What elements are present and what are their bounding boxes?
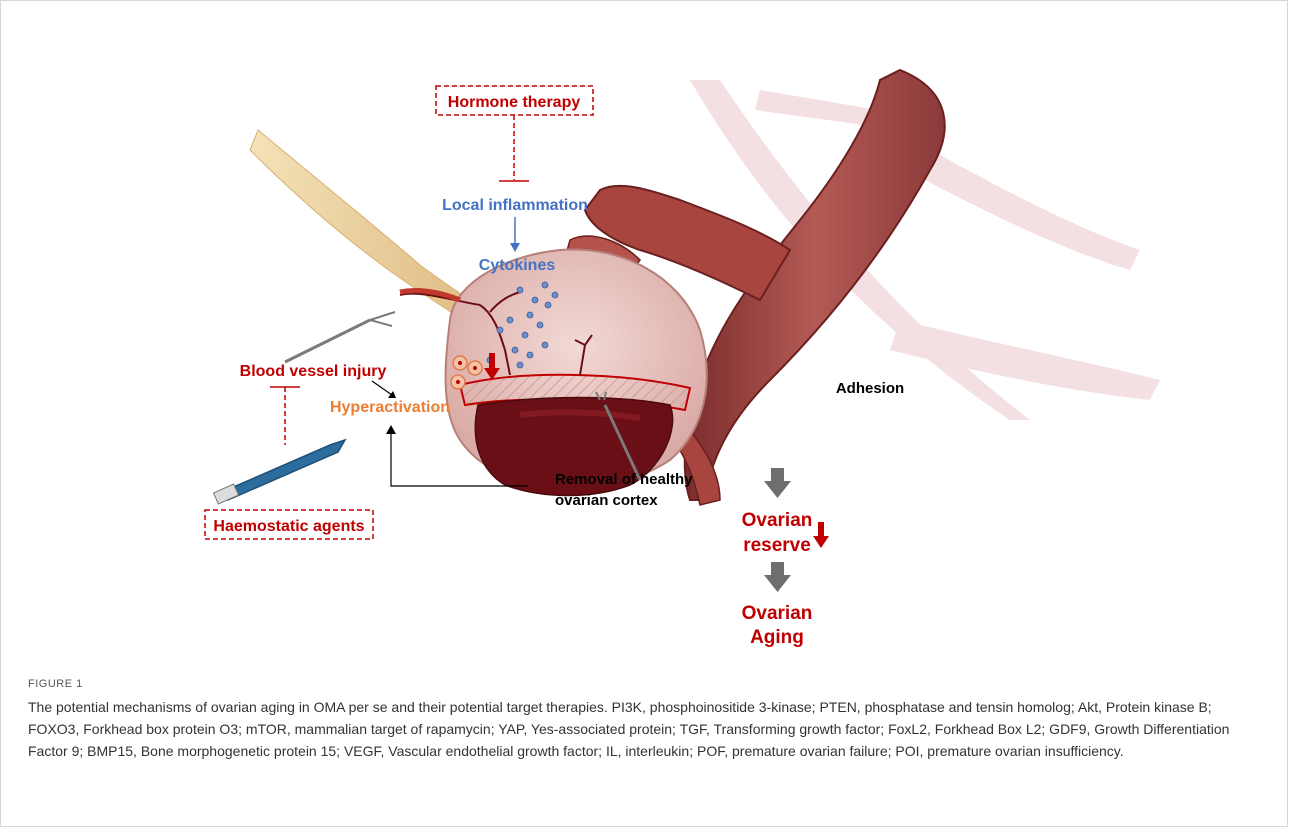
- hormone-therapy-label: Hormone therapy: [448, 94, 581, 111]
- ovarian-reserve-line1: Ovarian: [742, 510, 813, 531]
- local-inflammation-label: Local inflammation: [442, 197, 588, 214]
- removal-label-line2: ovarian cortex: [555, 492, 658, 509]
- hyperactivation-label: Hyperactivation: [330, 399, 450, 416]
- grasping-forceps-icon: [285, 312, 395, 362]
- adhesion-label: Adhesion: [836, 380, 904, 397]
- ovarian-aging-line1: Ovarian: [742, 603, 813, 624]
- bipolar-forceps-icon: [214, 440, 345, 504]
- haemostatic-agents-label: Haemostatic agents: [213, 518, 364, 535]
- gray-down-arrow-icon: [764, 468, 791, 498]
- figure-caption-text: The potential mechanisms of ovarian agin…: [28, 696, 1253, 762]
- reserve-decrease-arrow-icon: [813, 522, 829, 548]
- ovarian-aging-line2: Aging: [750, 627, 804, 648]
- gray-down-arrow-icon-2: [764, 562, 791, 592]
- removal-label-line1: Removal of healthy: [555, 471, 693, 488]
- fallopian-tube: [685, 70, 945, 500]
- ovarian-reserve-line2: reserve: [743, 535, 811, 556]
- ovarian-ligament: [250, 130, 470, 318]
- figure-caption-label: FIGURE 1: [28, 678, 83, 690]
- blood-vessel-injury-label: Blood vessel injury: [240, 363, 387, 380]
- figure-illustration: Hormone therapy Local inflammation Cytok…: [0, 0, 1290, 670]
- cytokines-label: Cytokines: [479, 257, 556, 274]
